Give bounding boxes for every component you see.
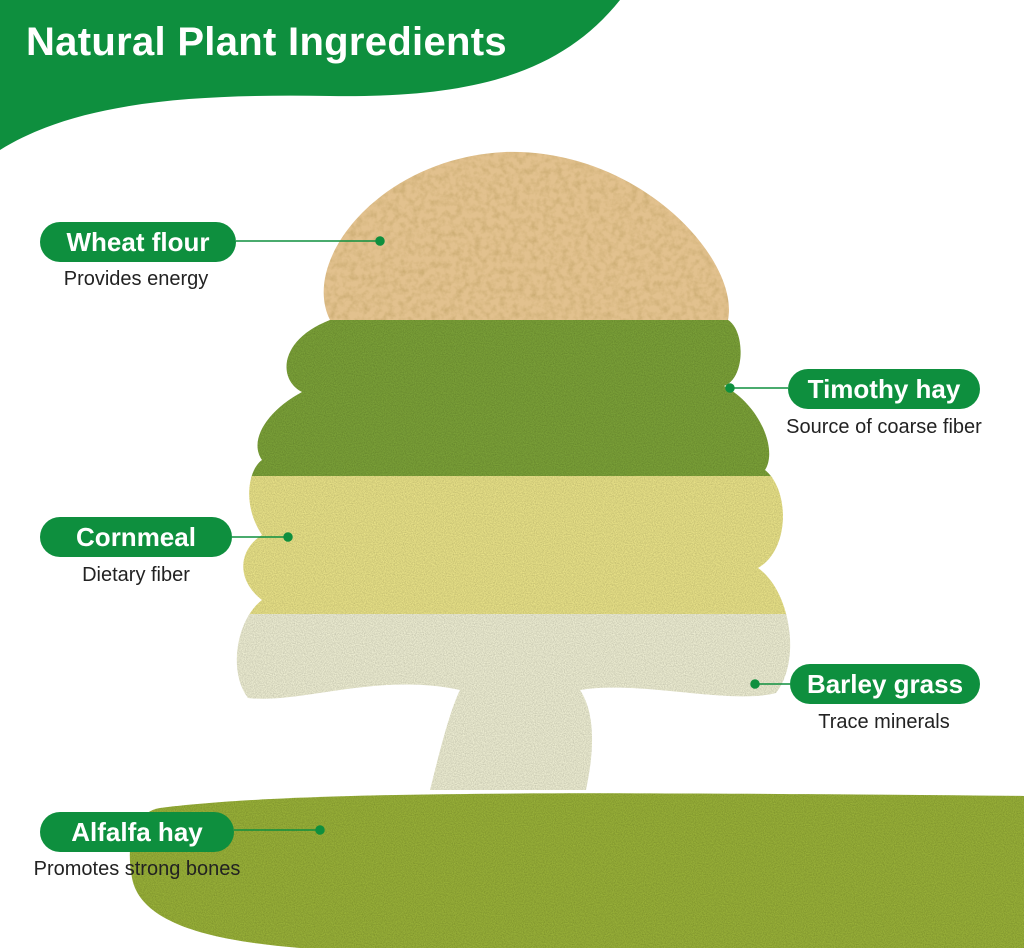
timothy-hay-benefit: Source of coarse fiber bbox=[786, 416, 982, 438]
title-banner bbox=[0, 0, 620, 150]
barley-grass-dot bbox=[750, 679, 760, 689]
cornmeal-layer bbox=[236, 476, 791, 616]
timothy-hay-layer bbox=[236, 320, 791, 478]
page-title: Natural Plant Ingredients bbox=[26, 20, 507, 64]
wheat-flour-dot bbox=[375, 236, 385, 246]
barley-grass-label: Barley grass bbox=[790, 664, 980, 704]
cornmeal-dot bbox=[283, 532, 293, 542]
alfalfa-hay-base bbox=[129, 793, 1024, 948]
alfalfa-hay-dot bbox=[315, 825, 325, 835]
barley-grass-benefit: Trace minerals bbox=[818, 711, 950, 733]
timothy-hay-dot bbox=[725, 383, 735, 393]
wheat-flour-label: Wheat flour bbox=[40, 222, 236, 262]
alfalfa-hay-benefit: Promotes strong bones bbox=[33, 858, 241, 880]
tree-graphic bbox=[236, 151, 791, 790]
alfalfa-hay-label: Alfalfa hay bbox=[40, 812, 234, 852]
wheat-flour-layer bbox=[236, 151, 791, 322]
cornmeal-benefit: Dietary fiber bbox=[82, 564, 190, 586]
timothy-hay-label: Timothy hay bbox=[788, 369, 980, 409]
cornmeal-label: Cornmeal bbox=[40, 517, 232, 557]
wheat-flour-benefit: Provides energy bbox=[63, 268, 209, 290]
barley-grass-layer bbox=[236, 614, 791, 790]
